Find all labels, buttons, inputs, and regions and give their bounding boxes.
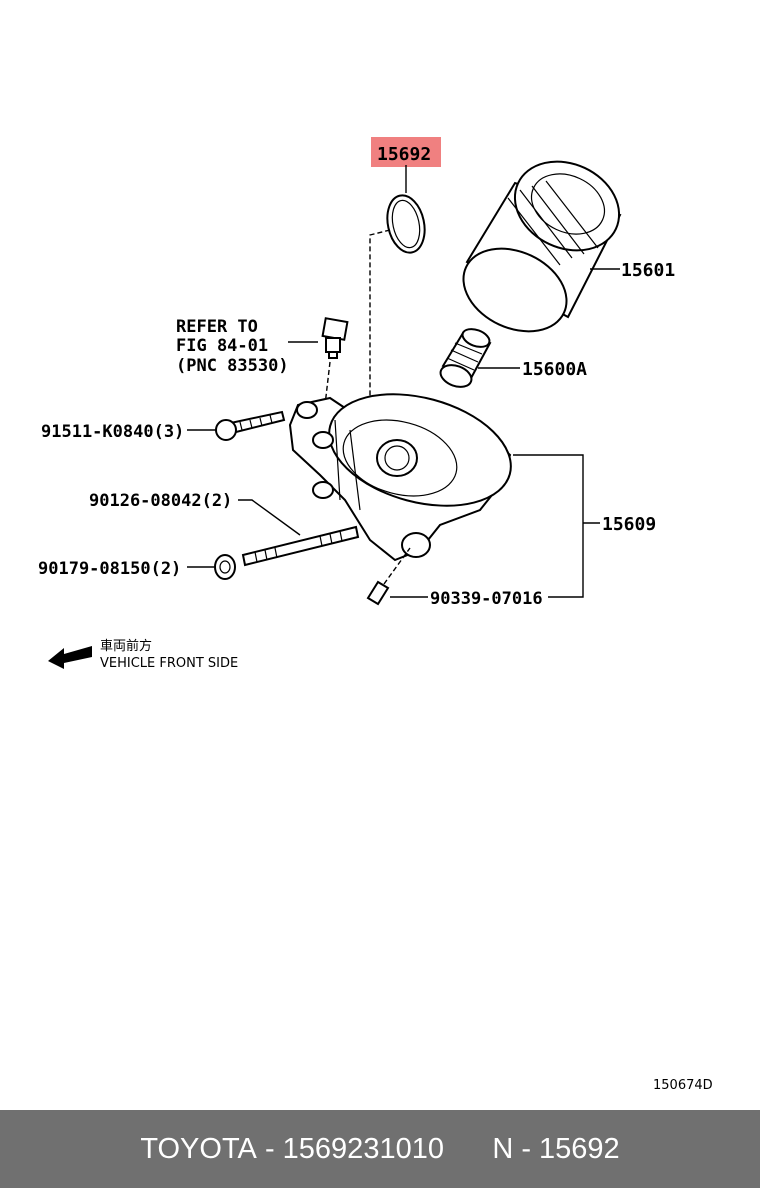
refer-note-line3: (PNC 83530) xyxy=(176,356,289,376)
housing-drawing xyxy=(288,393,512,562)
sensor-dashed-line xyxy=(324,361,331,406)
refer-note-line1: REFER TO xyxy=(176,317,258,337)
illustration-code: 150674D xyxy=(653,1078,713,1093)
housing-leader xyxy=(513,454,584,598)
label-filter: 15601 xyxy=(621,260,675,281)
label-pin: 90339-07016 xyxy=(430,589,543,609)
oring-dashed-line xyxy=(369,229,391,400)
label-nut: 90179-08150(2) xyxy=(38,559,181,579)
oil-filter-drawing xyxy=(462,160,622,333)
pin-drawing xyxy=(366,580,390,606)
direction-en: VEHICLE FRONT SIDE xyxy=(100,656,238,671)
footer-bar: TOYOTA - 1569231010 N - 15692 xyxy=(0,1110,760,1188)
label-oring: 15692 xyxy=(377,144,431,165)
oring-drawing xyxy=(386,194,426,254)
parts-illustration: 15692 15601 15600A 15609 91511-K0840(3) … xyxy=(38,144,713,1093)
label-element: 15600A xyxy=(522,359,587,380)
front-arrow-icon xyxy=(48,646,92,669)
direction-jp: 車両前方 xyxy=(100,638,152,654)
footer-ref: N - 15692 xyxy=(492,1132,620,1165)
footer-separator: - xyxy=(264,1132,275,1165)
stud-drawing xyxy=(241,525,360,567)
nut-drawing xyxy=(214,554,236,580)
label-housing: 15609 xyxy=(602,514,656,535)
parts-diagram: 15692 15601 15600A 15609 91511-K0840(3) … xyxy=(38,137,713,1093)
filter-element-drawing xyxy=(439,328,492,388)
sensor-drawing xyxy=(321,317,349,359)
footer-brand: TOYOTA xyxy=(140,1132,257,1165)
refer-note-line2: FIG 84-01 xyxy=(176,336,268,356)
footer-part-number: 1569231010 xyxy=(282,1132,444,1165)
label-bolt: 91511-K0840(3) xyxy=(41,422,184,442)
stud-leader xyxy=(238,499,301,536)
label-stud: 90126-08042(2) xyxy=(89,491,232,511)
highlight-box xyxy=(371,137,441,167)
bolt-drawing xyxy=(215,410,286,441)
